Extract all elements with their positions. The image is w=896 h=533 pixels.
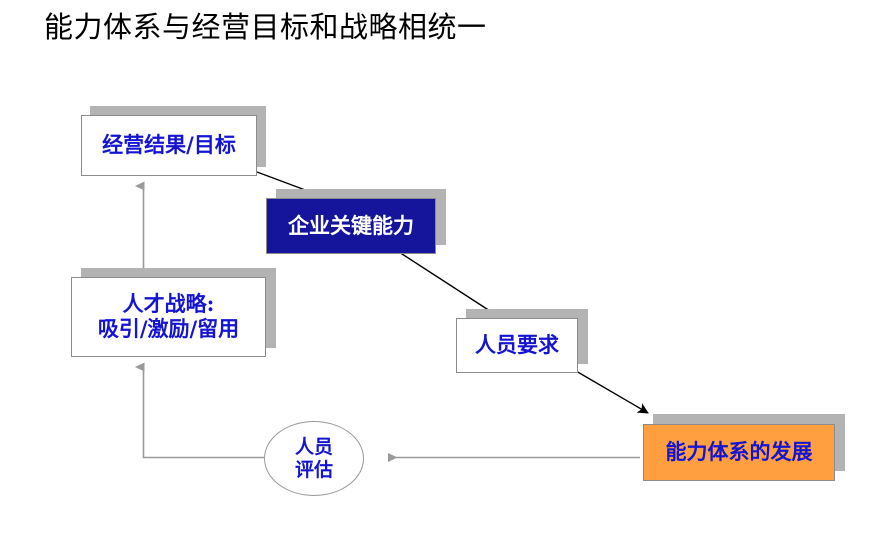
node-label: 经营结果/目标 [102,132,236,158]
box-face: 人才战略: 吸引/激励/留用 [71,277,266,357]
box-face: 经营结果/目标 [81,115,257,176]
node-label: 人员 评估 [294,436,333,481]
node-capability-development[interactable]: 能力体系的发展 [643,414,845,481]
connector-people-requirements-to-capability-development [575,370,649,414]
page-title: 能力体系与经营目标和战略相统一 [44,10,487,44]
connector-assessment-to-talent-strategy [135,362,264,459]
node-business-results[interactable]: 经营结果/目标 [81,106,266,176]
node-label: 企业关键能力 [288,212,414,238]
box-face: 能力体系的发展 [643,424,835,481]
node-people-assessment[interactable]: 人员 评估 [264,421,364,496]
node-label: 能力体系的发展 [665,439,813,465]
node-label: 人才战略: 吸引/激励/留用 [97,291,240,341]
node-label: 人员要求 [475,332,559,358]
node-talent-strategy[interactable]: 人才战略: 吸引/激励/留用 [71,268,276,357]
box-face: 企业关键能力 [266,198,436,254]
node-core-capability[interactable]: 企业关键能力 [266,189,446,254]
connector-core-capability-to-people-requirements [398,251,491,312]
box-face: 人员要求 [456,318,578,373]
node-people-requirements[interactable]: 人员要求 [456,309,588,373]
